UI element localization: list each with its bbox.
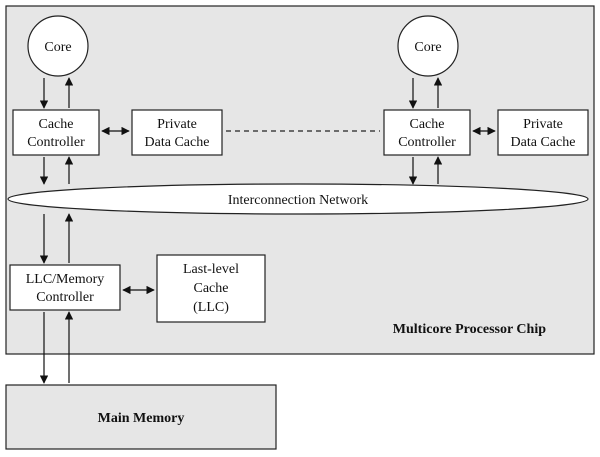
- private-cache-1-line2: Data Cache: [145, 135, 210, 150]
- cache-controller-2-line1: Cache: [410, 117, 445, 132]
- main-memory-label: Main Memory: [98, 411, 185, 426]
- llc-line3: (LLC): [193, 300, 229, 315]
- cache-controller-1-line2: Controller: [27, 135, 85, 150]
- main-memory: Main Memory: [5, 384, 277, 450]
- last-level-cache: Last-level Cache (LLC): [156, 254, 266, 323]
- llc-line2: Cache: [194, 281, 229, 296]
- private-cache-1-line1: Private: [157, 117, 197, 132]
- cache-controller-2-line2: Controller: [398, 135, 456, 150]
- llc-controller-line2: Controller: [36, 290, 94, 305]
- llc-line1: Last-level: [183, 262, 239, 277]
- llc-memory-controller: LLC/Memory Controller: [9, 264, 121, 311]
- connection-arrows: [39, 77, 496, 384]
- cache-controller-1-line1: Cache: [39, 117, 74, 132]
- core-label-2: Core: [414, 40, 441, 55]
- private-cache-2-line1: Private: [523, 117, 563, 132]
- cache-controller-1: Cache Controller: [12, 109, 100, 156]
- core-node-1: Core: [27, 15, 89, 77]
- cache-controller-2: Cache Controller: [383, 109, 471, 156]
- private-cache-2-line2: Data Cache: [511, 135, 576, 150]
- llc-controller-line1: LLC/Memory: [26, 272, 105, 287]
- private-data-cache-1: Private Data Cache: [131, 109, 223, 156]
- interconnection-network: Interconnection Network: [7, 183, 589, 215]
- chip-label: Multicore Processor Chip: [393, 322, 546, 337]
- interconnect-label: Interconnection Network: [228, 193, 368, 208]
- core-node-2: Core: [397, 15, 459, 77]
- core-label-1: Core: [44, 40, 71, 55]
- private-data-cache-2: Private Data Cache: [497, 109, 589, 156]
- watermark-text: 知乎 @Li Shi: [501, 425, 588, 442]
